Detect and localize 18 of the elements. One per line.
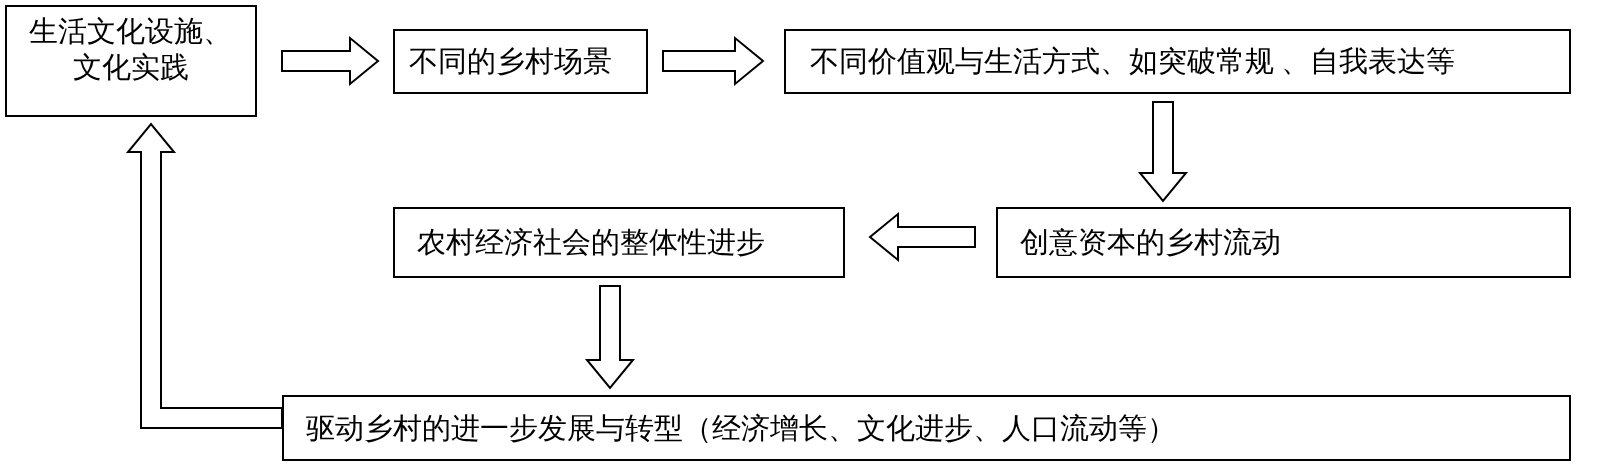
process-box — [393, 207, 845, 278]
box-label: 创意资本的乡村流动 — [1020, 225, 1281, 261]
process-box — [784, 29, 1571, 94]
process-box — [5, 5, 257, 117]
block-arrow — [662, 35, 765, 87]
process-box — [393, 29, 648, 94]
block-arrow — [868, 211, 976, 263]
process-box — [282, 395, 1571, 461]
block-arrow — [125, 122, 283, 429]
box-label: 不同价值观与生活方式、如突破常规 、自我表达等 — [810, 44, 1456, 80]
box-label: 生活文化设施、文化实践 — [28, 14, 234, 86]
box-label: 不同的乡村场景 — [409, 44, 612, 80]
block-arrow — [584, 285, 636, 390]
box-label: 农村经济社会的整体性进步 — [417, 225, 765, 261]
process-box — [996, 207, 1571, 278]
box-label: 驱动乡村的进一步发展与转型（经济增长、文化进步、人口流动等） — [306, 410, 1176, 446]
block-arrow — [281, 35, 380, 87]
block-arrow — [1137, 101, 1189, 203]
